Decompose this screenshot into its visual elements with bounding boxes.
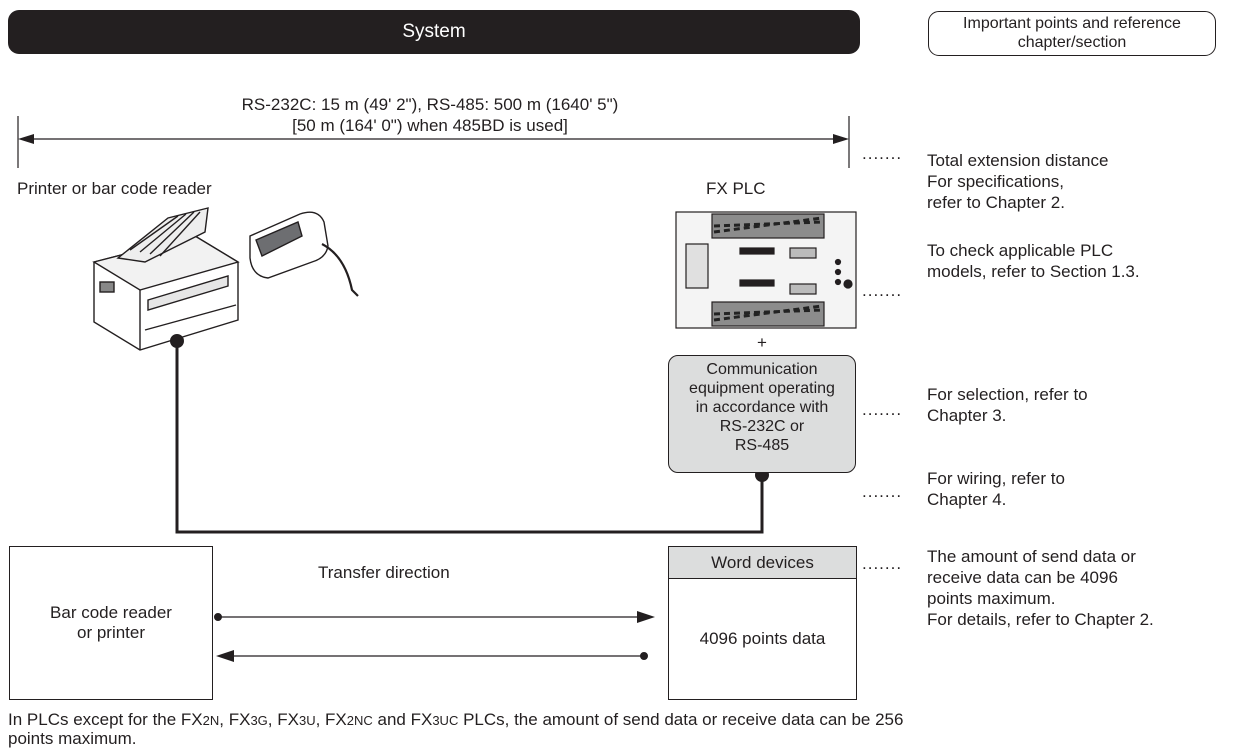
model-suffix: 2NC: [346, 713, 373, 728]
comm-line: Communication: [706, 361, 818, 378]
note-selection: For selection, refer to: [927, 385, 1088, 404]
distance-dimension-line: [17, 116, 850, 168]
leader-dots: .......: [862, 482, 903, 501]
footer-note-line-2: points maximum.: [8, 729, 137, 748]
distance-line-1: RS-232C: 15 m (49' 2"), RS-485: 500 m (1…: [241, 95, 619, 114]
system-title: System: [402, 21, 466, 42]
note-check-plc-section: models, refer to Section 1.3.: [927, 262, 1140, 281]
model-suffix: 3G: [250, 713, 268, 728]
note-spec-chapter: refer to Chapter 2.: [927, 193, 1065, 212]
note-check-plc: To check applicable PLC: [927, 241, 1114, 260]
transfer-direction-label: Transfer direction: [318, 563, 450, 582]
fx-plc-illustration: [675, 211, 857, 329]
comm-line: RS-485: [734, 437, 790, 454]
leader-dots: .......: [862, 554, 903, 573]
system-header: System: [8, 10, 860, 54]
footer-text: In PLCs except for the FX: [8, 710, 203, 729]
note-total-distance: Total extension distance: [927, 151, 1109, 170]
plus-sign: +: [757, 333, 767, 352]
model-suffix: 2N: [202, 713, 220, 728]
note-wiring-chapter: Chapter 4.: [927, 490, 1007, 509]
communication-equipment-box: Communication equipment operating in acc…: [668, 355, 856, 473]
fx-plc-label: FX PLC: [706, 179, 766, 198]
distance-line-2: [50 m (164' 0") when 485BD is used]: [292, 116, 568, 135]
note-amount: The amount of send data or: [927, 547, 1136, 566]
footer-text: PLCs, the amount of send data or receive…: [458, 710, 904, 729]
footer-text: , FX: [315, 710, 347, 729]
reference-title: Important points and reference chapter/s…: [963, 15, 1181, 51]
note-wiring: For wiring, refer to: [927, 469, 1065, 488]
word-devices-header: Word devices: [669, 547, 856, 579]
points-data-label: 4096 points data: [699, 628, 826, 648]
reference-header: Important points and reference chapter/s…: [928, 11, 1216, 56]
note-selection-chapter: Chapter 3.: [927, 406, 1007, 425]
note-amount-details: For details, refer to Chapter 2.: [927, 610, 1154, 629]
bar-box-line: Bar code reader: [50, 603, 172, 622]
comm-line: equipment operating: [689, 380, 835, 397]
transfer-arrows: [214, 611, 655, 662]
note-specifications: For specifications,: [927, 172, 1064, 191]
comm-line: in accordance with: [695, 399, 829, 416]
note-amount-max: points maximum.: [927, 589, 1056, 608]
footer-note: In PLCs except for the FX2N, FX3G, FX3U,…: [8, 709, 903, 731]
comm-line: RS-232C or: [719, 418, 805, 435]
leader-dots: .......: [862, 281, 903, 300]
note-amount-4096: receive data can be 4096: [927, 568, 1118, 587]
barcode-printer-box: Bar code reader or printer: [9, 546, 213, 700]
leader-dots: .......: [862, 400, 903, 419]
model-suffix: 3U: [298, 713, 316, 728]
bar-box-line: or printer: [76, 623, 146, 642]
printer-illustration: [92, 207, 240, 351]
printer-or-reader-label: Printer or bar code reader: [17, 179, 212, 198]
footer-text: , FX: [219, 710, 251, 729]
footer-text: and FX: [372, 710, 433, 729]
word-devices-box: Word devices 4096 points data: [668, 546, 857, 700]
leader-dots: .......: [862, 144, 903, 163]
word-devices-body: 4096 points data: [669, 578, 856, 699]
footer-text: , FX: [267, 710, 299, 729]
barcode-reader-illustration: [249, 211, 359, 297]
model-suffix: 3UC: [432, 713, 459, 728]
